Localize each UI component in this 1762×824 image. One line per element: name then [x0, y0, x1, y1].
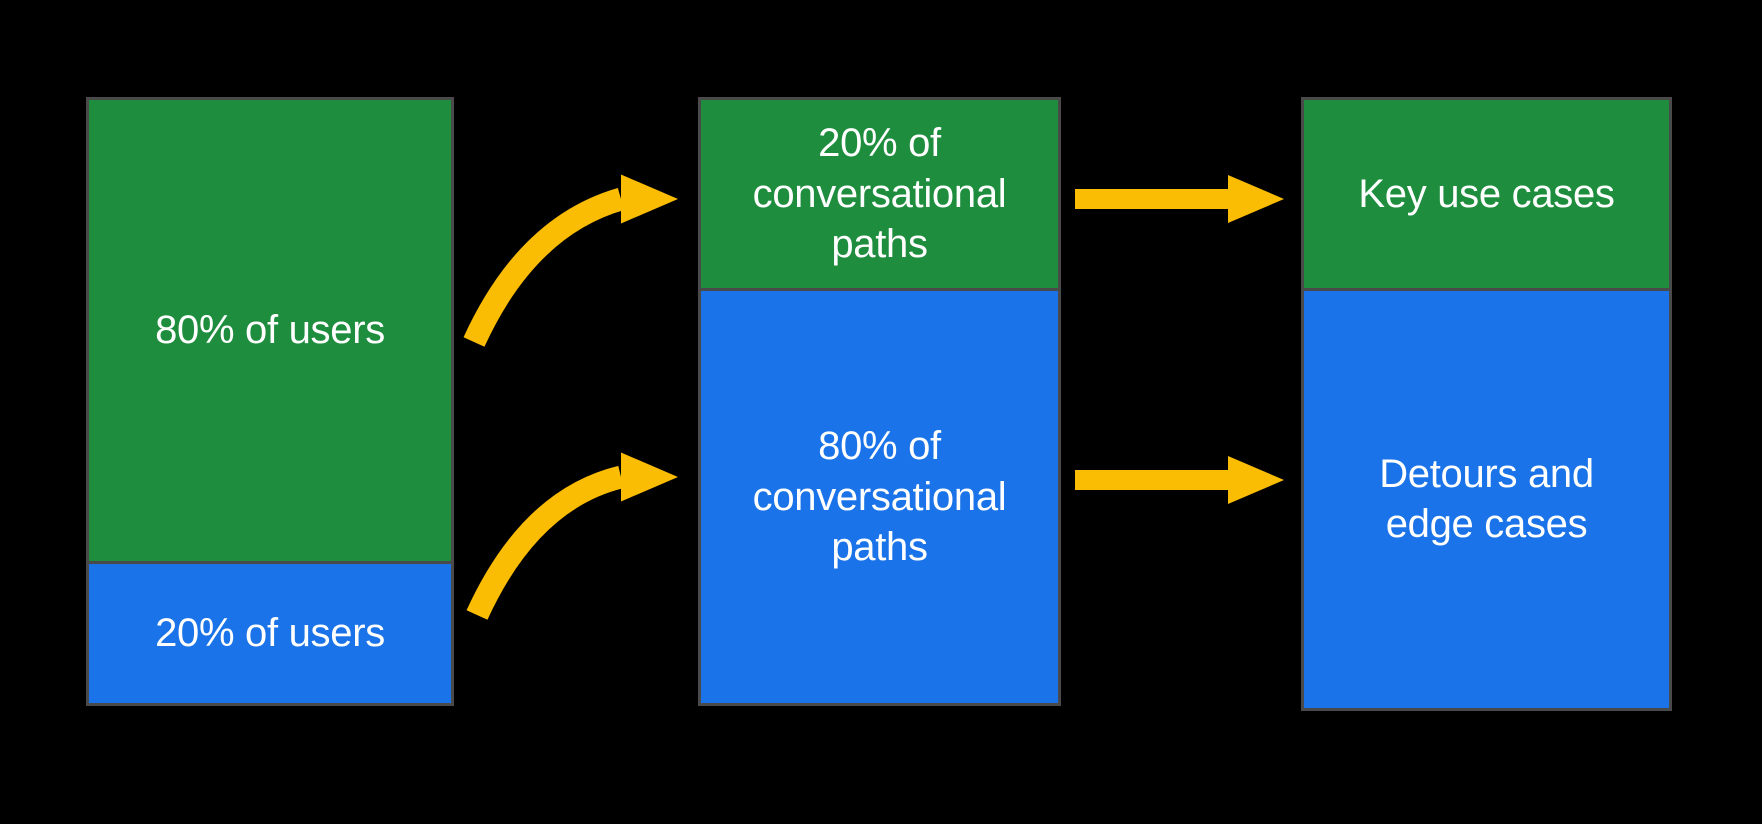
detours-edge-cases-segment: Detours and edge cases — [1304, 290, 1669, 708]
use-cases-column: Key use cases Detours and edge cases — [1301, 97, 1672, 711]
users-majority-label: 80% of users — [155, 308, 385, 353]
straight-arrow-paths-to-key-use-cases — [1075, 175, 1284, 223]
paths-majority-label: 80% of conversational paths — [752, 423, 1007, 570]
users-minority-segment: 20% of users — [89, 564, 451, 703]
paths-minority-segment: 20% of conversational paths — [701, 100, 1058, 292]
paths-majority-segment: 80% of conversational paths — [701, 291, 1058, 703]
paths-minority-label: 20% of conversational paths — [752, 120, 1007, 267]
users-minority-label: 20% of users — [155, 611, 385, 656]
straight-arrow-paths-to-detours-edge-cases — [1075, 456, 1284, 504]
detours-edge-cases-label: Detours and edge cases — [1379, 451, 1594, 547]
curved-arrow-users-to-minority-paths — [463, 174, 678, 347]
conversational-paths-column: 20% of conversational paths 80% of conve… — [698, 97, 1061, 706]
users-majority-segment: 80% of users — [89, 100, 451, 565]
key-use-cases-label: Key use cases — [1358, 171, 1615, 216]
users-column: 80% of users 20% of users — [86, 97, 454, 706]
key-use-cases-segment: Key use cases — [1304, 100, 1669, 291]
curved-arrow-users-to-majority-paths — [466, 452, 678, 620]
